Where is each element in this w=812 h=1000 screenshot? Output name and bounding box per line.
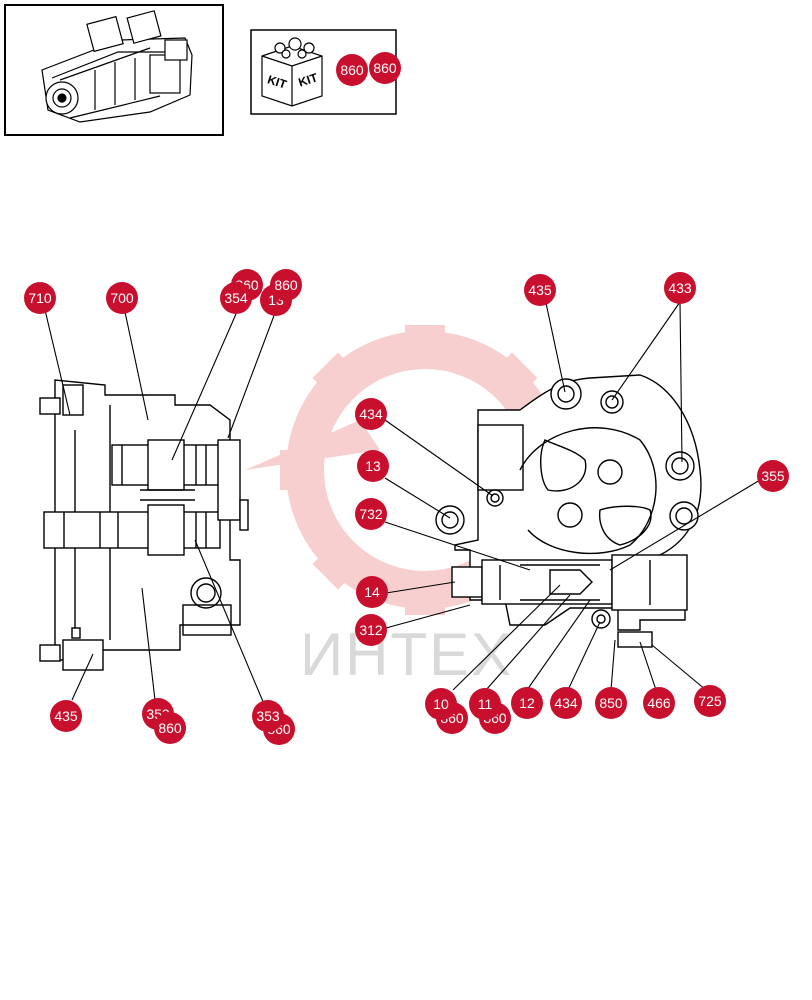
- svg-text:353: 353: [256, 708, 280, 724]
- svg-text:725: 725: [698, 693, 722, 709]
- callouts: 860 860 710 700 860 13 860 354 435 353 8…: [24, 52, 789, 745]
- callout-left-435[interactable]: 435: [50, 700, 82, 732]
- svg-text:860: 860: [340, 62, 364, 78]
- kit-label-left: KIT: [266, 72, 289, 91]
- callout-725[interactable]: 725: [694, 685, 726, 717]
- svg-text:466: 466: [647, 695, 671, 711]
- callout-312[interactable]: 312: [355, 614, 387, 646]
- svg-text:355: 355: [761, 468, 785, 484]
- watermark-text: ИНТЕХ: [300, 621, 513, 688]
- callout-kit-860b[interactable]: 860: [369, 52, 401, 84]
- callout-354[interactable]: 354: [220, 282, 252, 314]
- svg-text:732: 732: [359, 506, 383, 522]
- pump-assembly-image: [41, 10, 193, 123]
- callout-850[interactable]: 850: [595, 687, 627, 719]
- callout-860-bottom[interactable]: 860: [154, 712, 186, 744]
- svg-text:860: 860: [158, 720, 182, 736]
- svg-text:354: 354: [224, 290, 248, 306]
- svg-text:433: 433: [668, 280, 692, 296]
- svg-text:434: 434: [554, 695, 578, 711]
- kit-box-icon: [261, 37, 323, 107]
- callout-710[interactable]: 710: [24, 282, 56, 314]
- leader-lines: [44, 301, 761, 705]
- callout-14[interactable]: 14: [356, 576, 388, 608]
- svg-text:700: 700: [110, 290, 134, 306]
- callout-12[interactable]: 12: [511, 687, 543, 719]
- svg-text:434: 434: [359, 406, 383, 422]
- callout-860-top[interactable]: 860: [270, 269, 302, 301]
- svg-text:312: 312: [359, 622, 383, 638]
- svg-text:435: 435: [528, 282, 552, 298]
- callout-353[interactable]: 353: [252, 700, 284, 732]
- callout-355[interactable]: 355: [757, 460, 789, 492]
- svg-text:13: 13: [365, 458, 381, 474]
- callout-13[interactable]: 13: [357, 450, 389, 482]
- callout-10[interactable]: 10: [425, 688, 457, 720]
- callout-433[interactable]: 433: [664, 272, 696, 304]
- svg-text:14: 14: [364, 584, 380, 600]
- svg-text:12: 12: [519, 695, 535, 711]
- right-valve-body: [435, 374, 702, 648]
- callout-732[interactable]: 732: [355, 498, 387, 530]
- svg-text:850: 850: [599, 695, 623, 711]
- callout-kit-860a[interactable]: 860: [336, 54, 368, 86]
- svg-text:860: 860: [373, 60, 397, 76]
- callout-700[interactable]: 700: [106, 282, 138, 314]
- svg-text:860: 860: [274, 277, 298, 293]
- left-pump-section: [39, 379, 249, 671]
- callout-434-bottom[interactable]: 434: [550, 687, 582, 719]
- svg-text:10: 10: [433, 696, 449, 712]
- kit-label-right: KIT: [297, 70, 320, 89]
- callout-466[interactable]: 466: [643, 687, 675, 719]
- svg-text:11: 11: [478, 696, 493, 712]
- callout-434-top[interactable]: 434: [355, 398, 387, 430]
- svg-text:435: 435: [54, 708, 78, 724]
- pump-thumbnail[interactable]: [4, 4, 224, 136]
- svg-text:710: 710: [28, 290, 52, 306]
- callout-11[interactable]: 11: [469, 688, 501, 720]
- callout-right-435[interactable]: 435: [524, 274, 556, 306]
